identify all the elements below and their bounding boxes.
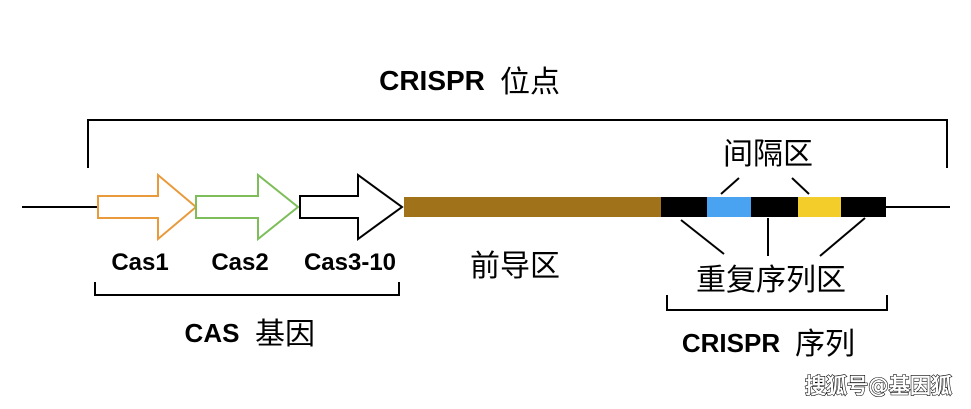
spacer-segment	[798, 197, 841, 217]
repeat-pointer-3	[819, 217, 866, 257]
gene-label-cas2: Cas2	[211, 249, 268, 276]
title-cjk: 位点	[500, 65, 560, 100]
gene-arrow-cas3-10	[299, 173, 404, 241]
repeat-segment	[751, 197, 798, 217]
crispr-group-latin: CRISPR	[682, 328, 780, 358]
cas-group-latin: CAS	[185, 318, 240, 348]
spacer-segment	[707, 197, 751, 217]
title-latin: CRISPR	[379, 65, 485, 96]
locus-bracket	[87, 119, 948, 168]
leader-label: 前导区	[470, 249, 560, 284]
gene-label-cas1: Cas1	[111, 249, 168, 276]
spacer-pointer-2	[791, 177, 810, 195]
gene-arrow-cas1	[97, 172, 198, 242]
title: CRISPR	[379, 65, 485, 96]
leader-region	[404, 197, 661, 217]
repeat-segment	[661, 197, 707, 217]
repeat-pointer-1	[680, 219, 725, 255]
repeat-segment	[841, 197, 886, 217]
spacer-pointer-1	[720, 177, 740, 195]
repeat-label: 重复序列区	[696, 263, 846, 298]
spacer-label: 间隔区	[723, 137, 813, 172]
watermark: 搜狐号@基因狐	[805, 374, 952, 398]
cas-bracket	[94, 282, 400, 296]
crispr-group-cjk: 序列	[795, 327, 855, 362]
cas-group-cjk: 基因	[255, 317, 315, 352]
crispr-array	[661, 197, 886, 217]
gene-label-cas3-10: Cas3-10	[304, 249, 396, 276]
gene-arrow-cas2	[195, 172, 300, 242]
crispr-bracket	[666, 295, 888, 311]
